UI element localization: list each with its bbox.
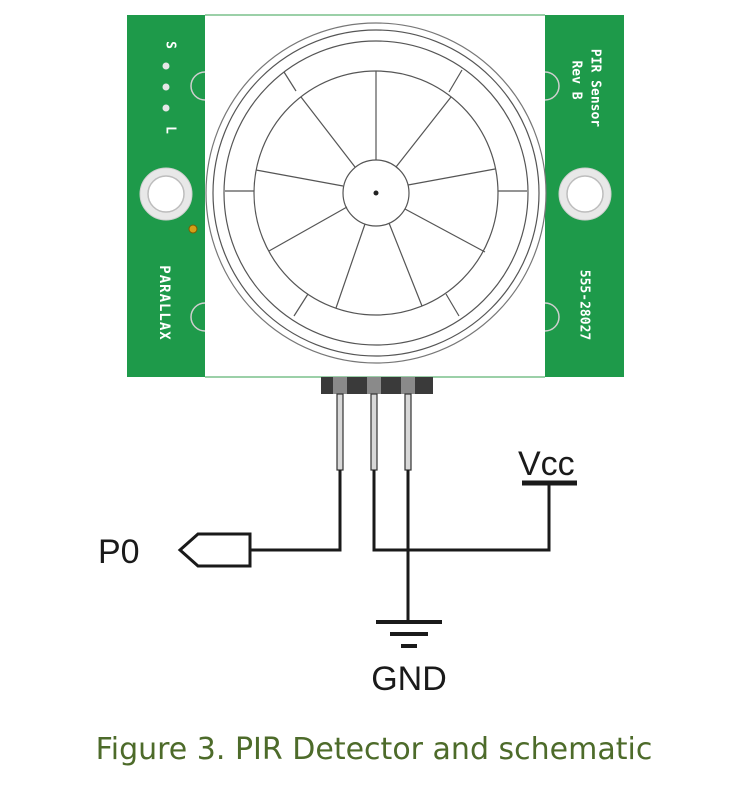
brand-logo: PARALLAX <box>156 265 172 340</box>
via <box>188 224 198 234</box>
jumper-pads <box>162 62 170 112</box>
schematic-wires <box>250 470 551 622</box>
part-number: 555-28027 <box>577 270 592 340</box>
ground-symbol <box>376 620 442 648</box>
board-revision: Rev B <box>569 60 584 99</box>
mounting-hole-right <box>558 167 612 221</box>
vcc-label: Vcc <box>518 445 575 483</box>
board-title: PIR Sensor <box>588 49 603 127</box>
pin-label-l: L <box>163 126 178 134</box>
lens-center-dot <box>373 190 379 196</box>
pin-label-s: S <box>163 41 178 49</box>
pin-header <box>321 377 433 471</box>
signal-connector-symbol <box>177 532 252 568</box>
ground-label: GND <box>371 660 447 698</box>
figure-caption: Figure 3. PIR Detector and schematic <box>95 732 653 767</box>
mounting-hole-left <box>139 167 193 221</box>
pir-sensor-board: S L PARALLAX PIR Sensor Rev B 555-28027 <box>127 14 624 378</box>
signal-label: P0 <box>98 533 140 571</box>
